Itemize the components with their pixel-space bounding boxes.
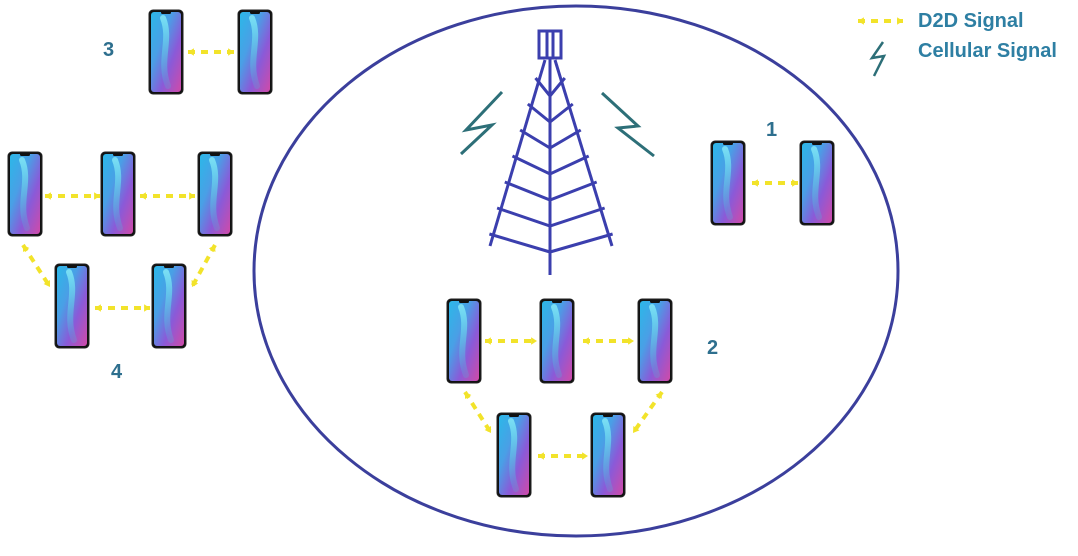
tower-brace (504, 180, 598, 202)
smartphone-icon (496, 412, 532, 498)
cellular-signal-right-icon (600, 91, 655, 158)
cellular-signal-left-icon (459, 90, 504, 156)
smartphone-icon (710, 140, 746, 226)
smartphone-icon (197, 151, 233, 237)
legend-cellular-icon (869, 41, 887, 77)
cellular-signal-icons (459, 90, 655, 158)
smartphone-icon (7, 151, 43, 237)
smartphone-icon (539, 298, 575, 384)
smartphone-icon (54, 263, 90, 349)
tower-brace (534, 77, 566, 99)
tower-leg-right (553, 59, 614, 247)
legend-d2d-label: D2D Signal (918, 10, 1024, 32)
tower-brace (526, 102, 574, 124)
d2d-link (538, 452, 588, 460)
smartphone-icon (237, 9, 273, 95)
smartphone-icon (151, 263, 187, 349)
d2d-link (140, 192, 195, 200)
legend-cellular-label: Cellular Signal (918, 40, 1057, 62)
tower-brace (511, 154, 590, 176)
tower-leg-left (488, 59, 547, 247)
tower-brace (519, 128, 582, 150)
d2d-link (21, 243, 52, 289)
smartphone-icon (446, 298, 482, 384)
d2d-link (583, 337, 634, 345)
smartphone-icon (799, 140, 835, 226)
smartphone-icon (148, 9, 184, 95)
group-label-3: 3 (103, 39, 115, 61)
legend-graphics (858, 17, 903, 77)
cell-tower-icon (488, 29, 614, 275)
group-label-2: 2 (707, 337, 719, 359)
d2d-link (463, 390, 493, 435)
d2d-link (45, 192, 100, 200)
smartphone-icon (590, 412, 626, 498)
d2d-link (95, 304, 150, 312)
d2d-link (752, 179, 798, 187)
tower-antenna (537, 29, 563, 60)
group-label-4: 4 (111, 361, 123, 383)
smartphone-icon (100, 151, 136, 237)
tower-brace (496, 206, 606, 228)
phones (7, 9, 835, 498)
d2d-links (21, 48, 798, 460)
d2d-link (485, 337, 537, 345)
group-label-1: 1 (766, 119, 778, 141)
tower-brace (488, 232, 614, 254)
d2d-link (188, 48, 234, 56)
smartphone-icon (637, 298, 673, 384)
d2d-link (631, 390, 664, 435)
cell-coverage-boundary (252, 4, 900, 538)
d2d-link (190, 244, 217, 288)
legend-d2d-arrow-icon (858, 17, 903, 25)
